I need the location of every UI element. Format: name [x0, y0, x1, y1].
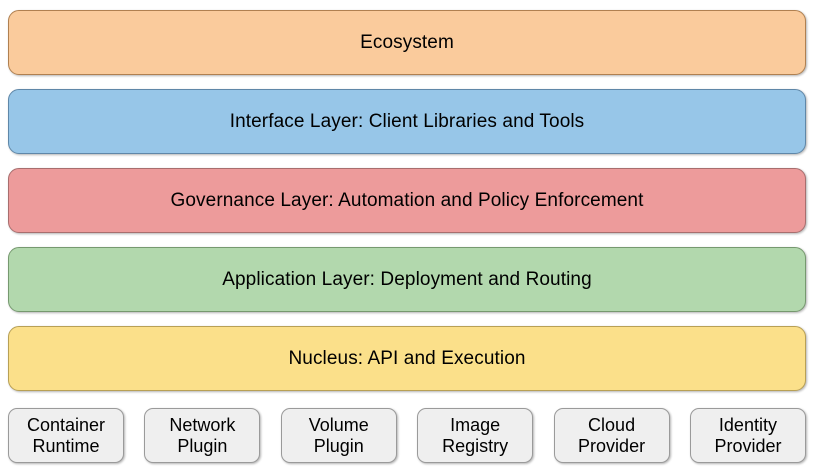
layer-nucleus-label: Nucleus: API and Execution [288, 347, 526, 369]
layer-application: Application Layer: Deployment and Routin… [8, 247, 806, 312]
plugin-line-1: Container [26, 414, 106, 435]
layer-governance-label: Governance Layer: Automation and Policy … [170, 189, 644, 211]
plugin-line-2: Plugin [177, 435, 228, 456]
layer-ecosystem: Ecosystem [8, 10, 806, 75]
layer-application-label: Application Layer: Deployment and Routin… [222, 268, 592, 290]
plugin-line-1: Volume [308, 414, 369, 435]
layer-stack: Ecosystem Interface Layer: Client Librar… [8, 10, 806, 391]
layer-nucleus: Nucleus: API and Execution [8, 326, 806, 391]
plugin-line-2: Provider [578, 435, 646, 456]
plugin-line-1: Image [450, 414, 501, 435]
plugin-line-2: Registry [442, 435, 509, 456]
plugin-line-2: Plugin [313, 435, 364, 456]
layer-ecosystem-label: Ecosystem [360, 31, 454, 53]
plugin-line-2: Provider [714, 435, 782, 456]
plugin-line-1: Network [169, 414, 236, 435]
layer-interface-label: Interface Layer: Client Libraries and To… [229, 110, 585, 132]
layer-interface: Interface Layer: Client Libraries and To… [8, 89, 806, 154]
plugin-line-2: Runtime [32, 435, 100, 456]
layer-governance: Governance Layer: Automation and Policy … [8, 168, 806, 233]
plugin-line-1: Identity [718, 414, 777, 435]
plugin-line-1: Cloud [588, 414, 636, 435]
